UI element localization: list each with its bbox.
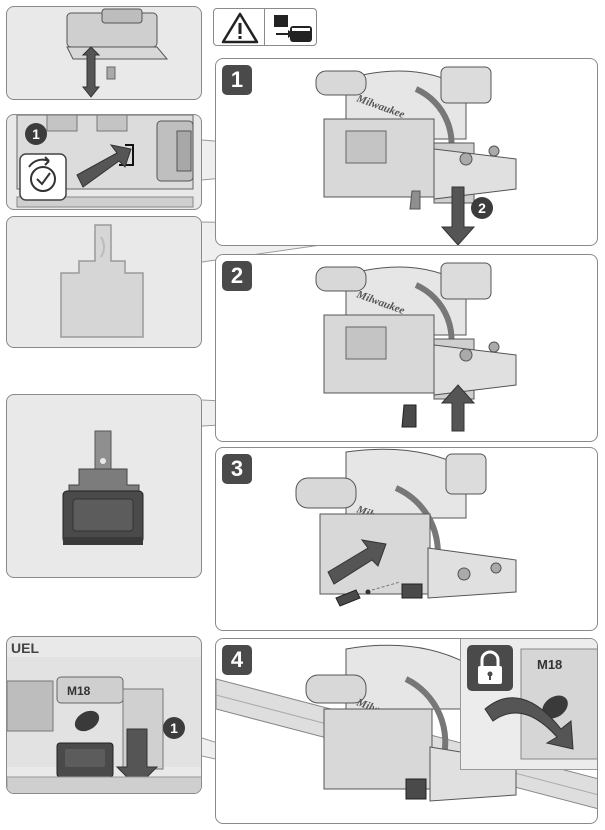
step-2-panel: 2 Milwaukee: [215, 254, 598, 442]
m18-badge-right: M18: [537, 657, 562, 672]
rotate-knob-icon: [19, 153, 67, 201]
clip-detail-panel-1: [6, 216, 202, 348]
step-1-callout-2: 2: [471, 197, 493, 219]
saw-step-1: Milwaukee: [315, 66, 517, 245]
clip-part-illustration: [60, 224, 144, 338]
lock-detail-panel: UEL M18 1: [6, 636, 202, 794]
remove-battery-icon: [274, 15, 312, 42]
step-3-badge: 3: [222, 454, 252, 484]
step-4-panel: 4 Milwaukee M18: [215, 638, 598, 824]
detail-callout-lock: 1: [163, 717, 185, 739]
release-detail-panel: 1: [6, 114, 202, 210]
saw-step-2: Milwaukee: [315, 262, 517, 432]
saw-step-3: Milwaukee: [295, 448, 517, 607]
header-icons-box: [213, 8, 317, 46]
clip-detail-panel-2: [6, 394, 202, 578]
step-2-badge: 2: [222, 261, 252, 291]
step-3-panel: 3 Milwaukee: [215, 447, 598, 631]
detail-callout-1: 1: [25, 123, 47, 145]
clip-insert-illustration: [62, 430, 144, 545]
fuel-label: UEL: [11, 640, 39, 656]
padlock-icon: [467, 645, 513, 691]
step-1-panel: 1 Milwaukee 2: [215, 58, 598, 246]
step-1-badge: 1: [222, 65, 252, 95]
saw-depth-illustration: [66, 8, 169, 98]
m18-badge-left: M18: [67, 684, 91, 698]
lock-inset-illustration: M18: [484, 648, 597, 760]
step-4-badge: 4: [222, 645, 252, 675]
top-detail-panel: [6, 6, 202, 100]
lock-inset: M18: [460, 639, 597, 770]
warning-triangle-icon: [221, 12, 259, 44]
saw-front-illustration: UEL M18: [7, 640, 201, 793]
